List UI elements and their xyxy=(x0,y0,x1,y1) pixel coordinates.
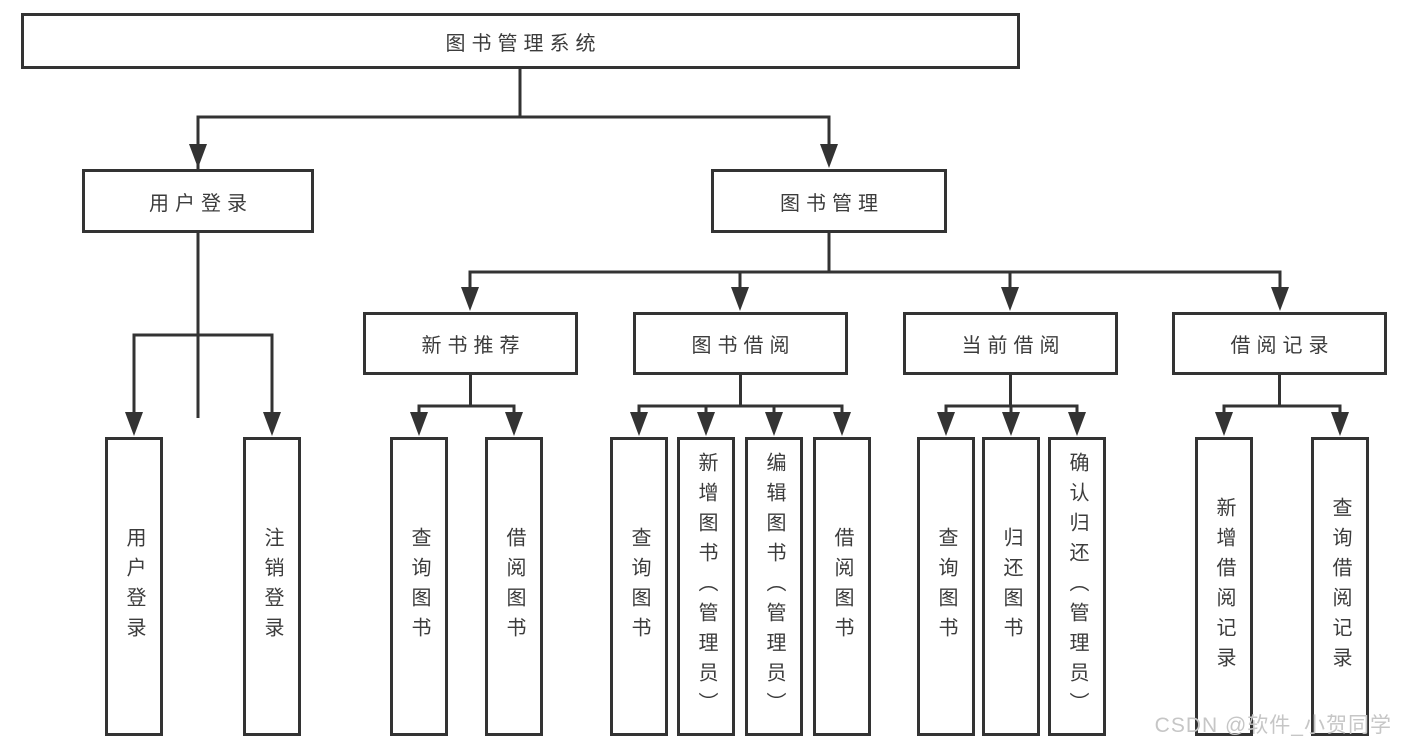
leaf-add-book-admin: 新增图书（管理员） xyxy=(677,437,735,736)
connector-new-book-split xyxy=(410,375,523,436)
node-borrow-records-label: 借阅记录 xyxy=(1230,335,1335,357)
node-library-system: 图书管理系统 xyxy=(21,13,1020,69)
leaf-add-book-admin-label: 新增图书（管理员） xyxy=(695,451,717,722)
node-new-book-recommend: 新书推荐 xyxy=(363,312,578,375)
leaf-borrow-books-recommend-label: 借阅图书 xyxy=(503,526,525,647)
connector-current-borrow-split xyxy=(937,375,1086,436)
node-current-borrow-label: 当前借阅 xyxy=(961,335,1066,357)
node-current-borrow: 当前借阅 xyxy=(903,312,1118,375)
connector-user-login-split xyxy=(125,233,281,436)
leaf-query-books-borrow: 查询图书 xyxy=(610,437,668,736)
leaf-query-books-borrow-label: 查询图书 xyxy=(628,526,650,647)
connector-borrow-records-split xyxy=(1215,375,1349,436)
node-user-login-label: 用户登录 xyxy=(149,192,253,215)
leaf-query-books-recommend: 查询图书 xyxy=(390,437,448,736)
node-borrow-records: 借阅记录 xyxy=(1172,312,1387,375)
node-book-management: 图书管理 xyxy=(711,169,947,233)
leaf-return-book: 归还图书 xyxy=(982,437,1040,736)
leaf-borrow-books-recommend: 借阅图书 xyxy=(485,437,543,736)
leaf-logout: 注销登录 xyxy=(243,437,301,736)
leaf-borrow-books-2: 借阅图书 xyxy=(813,437,871,736)
leaf-confirm-return-admin-label: 确认归还（管理员） xyxy=(1066,451,1088,722)
leaf-query-borrow-record-label: 查询借阅记录 xyxy=(1329,496,1351,677)
leaf-edit-book-admin: 编辑图书（管理员） xyxy=(745,437,803,736)
node-user-login: 用户登录 xyxy=(82,169,314,233)
leaf-query-borrow-record: 查询借阅记录 xyxy=(1311,437,1369,736)
leaf-add-borrow-record-label: 新增借阅记录 xyxy=(1213,496,1235,677)
connector-book-borrow-split xyxy=(630,375,851,436)
leaf-add-borrow-record: 新增借阅记录 xyxy=(1195,437,1253,736)
leaf-logout-label: 注销登录 xyxy=(261,526,283,647)
leaf-return-book-label: 归还图书 xyxy=(1000,526,1022,647)
leaf-user-login: 用户登录 xyxy=(105,437,163,736)
leaf-edit-book-admin-label: 编辑图书（管理员） xyxy=(763,451,785,722)
node-book-borrow-label: 图书借阅 xyxy=(691,335,796,357)
connector-book-management-split xyxy=(461,233,1289,311)
leaf-query-books-current-label: 查询图书 xyxy=(935,526,957,647)
leaf-confirm-return-admin: 确认归还（管理员） xyxy=(1048,437,1106,736)
node-new-book-recommend-label: 新书推荐 xyxy=(421,335,526,357)
leaf-query-books-current: 查询图书 xyxy=(917,437,975,736)
leaf-user-login-label: 用户登录 xyxy=(123,526,145,647)
node-library-system-label: 图书管理系统 xyxy=(445,32,602,55)
leaf-borrow-books-2-label: 借阅图书 xyxy=(831,526,853,647)
leaf-query-books-recommend-label: 查询图书 xyxy=(408,526,430,647)
node-book-management-label: 图书管理 xyxy=(780,192,884,215)
node-book-borrow: 图书借阅 xyxy=(633,312,848,375)
connector-root-split xyxy=(189,69,838,418)
